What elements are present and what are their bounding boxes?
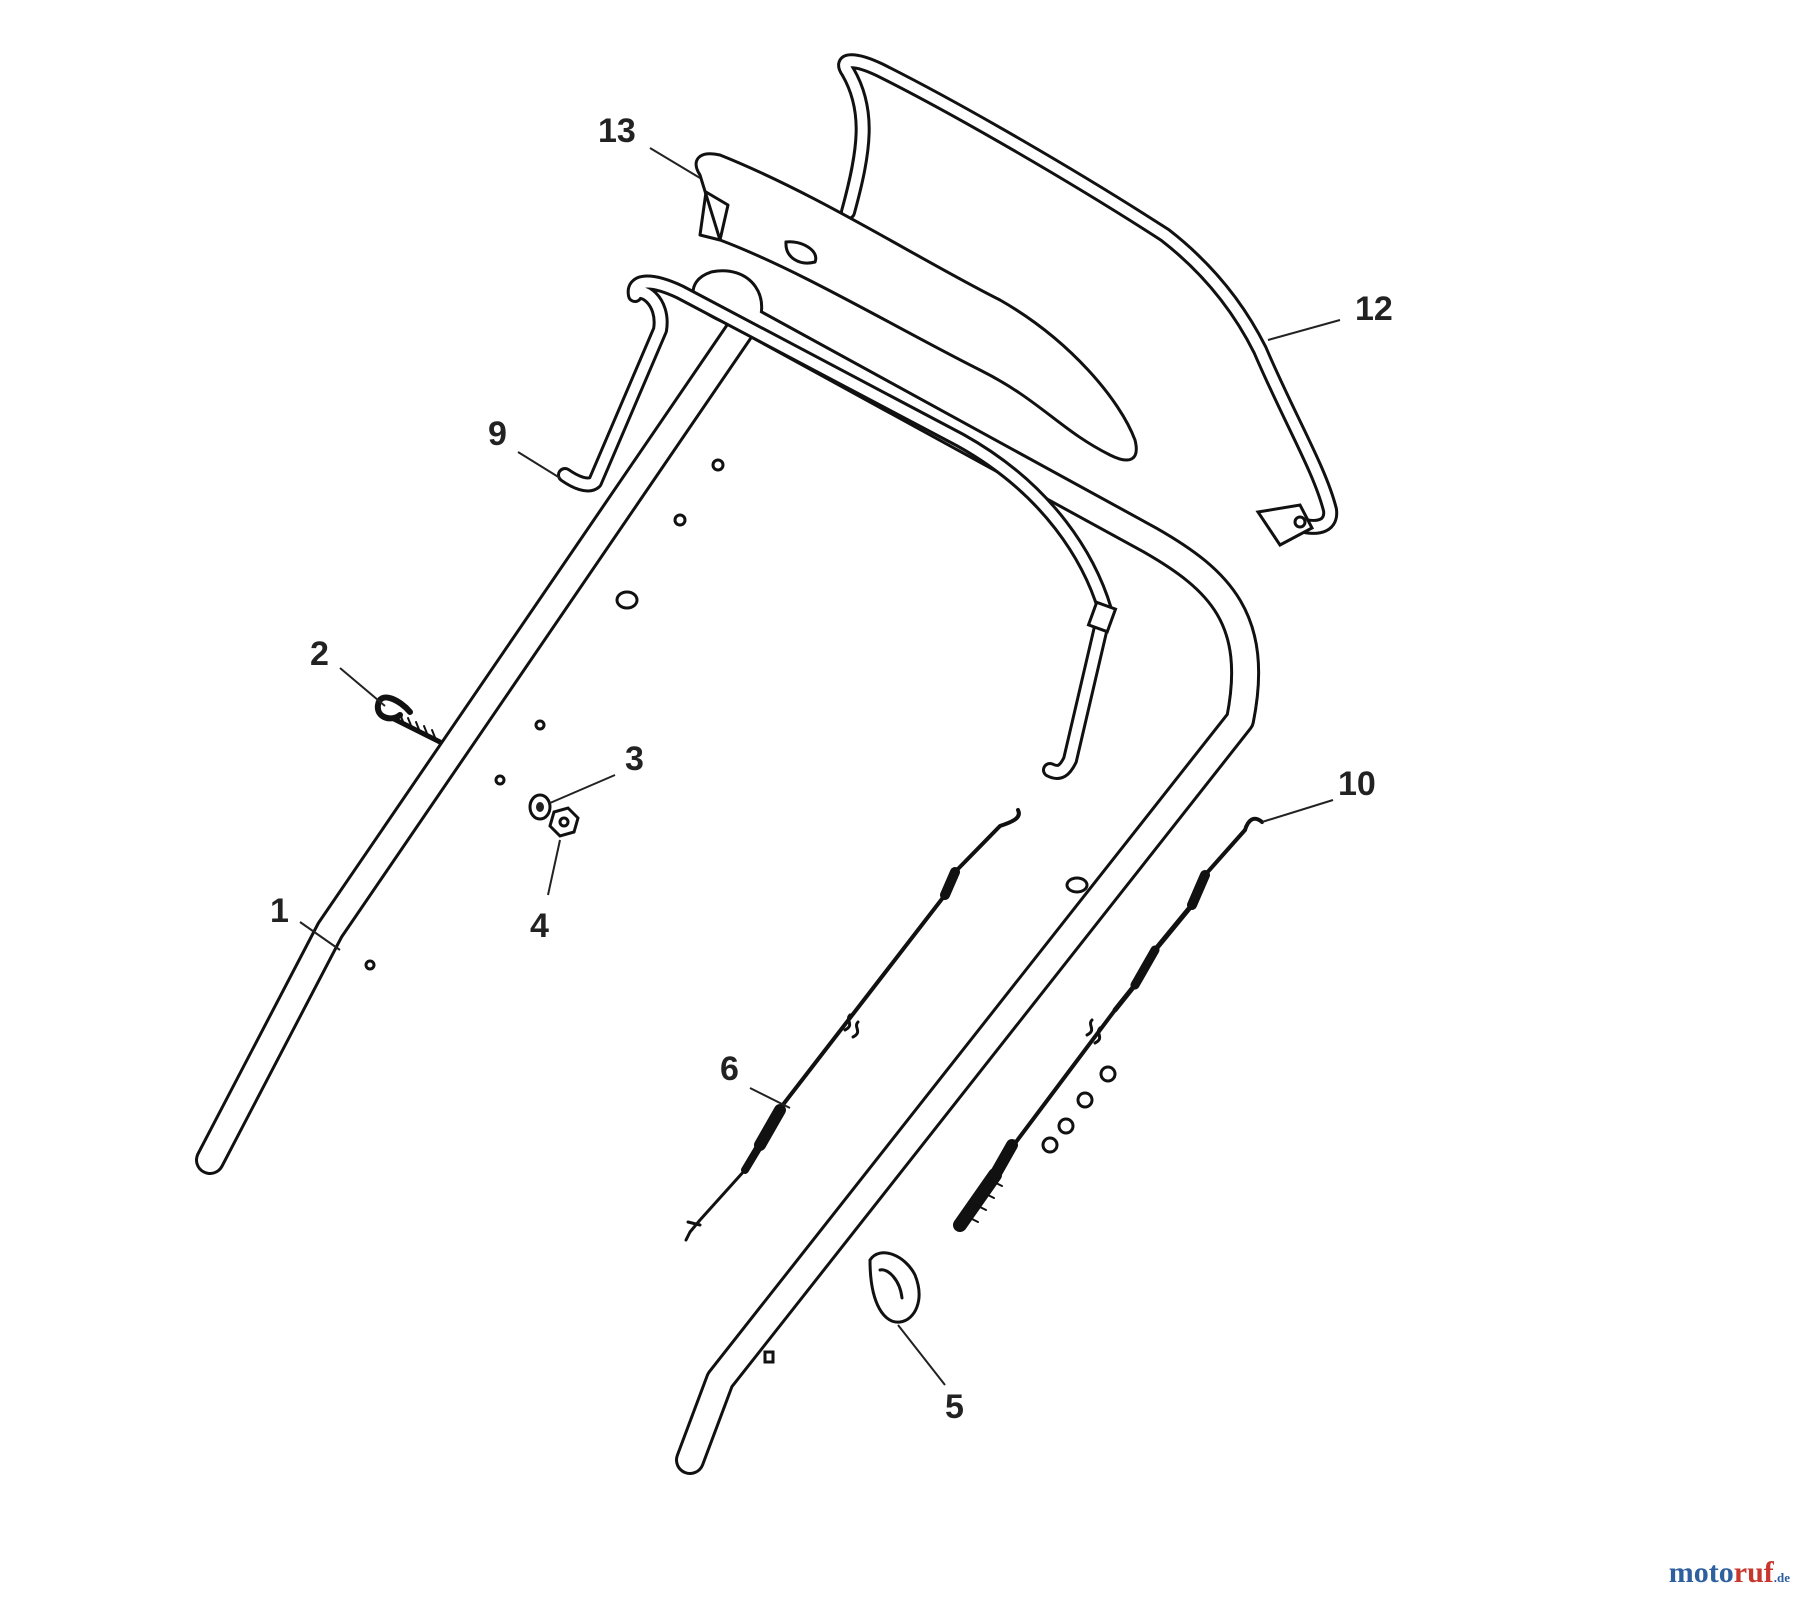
part-5-cable-clip bbox=[868, 1251, 921, 1324]
callout-1: 1 bbox=[270, 892, 289, 930]
part-12-bail-bar bbox=[837, 53, 1339, 547]
callout-6: 6 bbox=[720, 1050, 739, 1088]
part-9-bail-wire bbox=[557, 274, 1118, 780]
callout-2: 2 bbox=[310, 635, 329, 673]
callout-3: 3 bbox=[625, 740, 644, 778]
leader-4 bbox=[547, 839, 561, 896]
callout-10: 10 bbox=[1338, 765, 1376, 803]
part-4-nut bbox=[548, 806, 580, 838]
part-13-grip-cover bbox=[694, 152, 1138, 462]
leader-6 bbox=[749, 1087, 791, 1109]
leader-9 bbox=[517, 451, 561, 479]
leader-13 bbox=[649, 147, 701, 179]
leader-12 bbox=[1267, 319, 1341, 341]
leader-1 bbox=[299, 921, 341, 951]
brand-suffix: .de bbox=[1773, 1570, 1790, 1585]
callout-4: 4 bbox=[530, 907, 549, 945]
leader-3 bbox=[549, 774, 616, 804]
part-2-hook-bolt bbox=[374, 694, 443, 745]
part-3-washer bbox=[528, 793, 552, 821]
brand-watermark: motoruf.de bbox=[1669, 1556, 1790, 1590]
leader-lines bbox=[299, 147, 1341, 1386]
leader-5 bbox=[897, 1324, 946, 1386]
part-1-handle-tube bbox=[195, 269, 1261, 1475]
callout-13: 13 bbox=[598, 112, 636, 150]
callout-12: 12 bbox=[1355, 290, 1393, 328]
brand-accent: ruf bbox=[1733, 1556, 1774, 1589]
part-6-control-cable bbox=[684, 808, 1021, 1242]
brand-main: moto bbox=[1668, 1556, 1734, 1589]
callout-9: 9 bbox=[488, 415, 507, 453]
callout-labels: 13 12 9 2 3 4 1 6 10 5 bbox=[270, 112, 1393, 1426]
leader-10 bbox=[1261, 799, 1334, 823]
leader-2 bbox=[339, 667, 386, 707]
callout-5: 5 bbox=[945, 1388, 964, 1426]
part-10-drive-cable bbox=[953, 816, 1264, 1232]
